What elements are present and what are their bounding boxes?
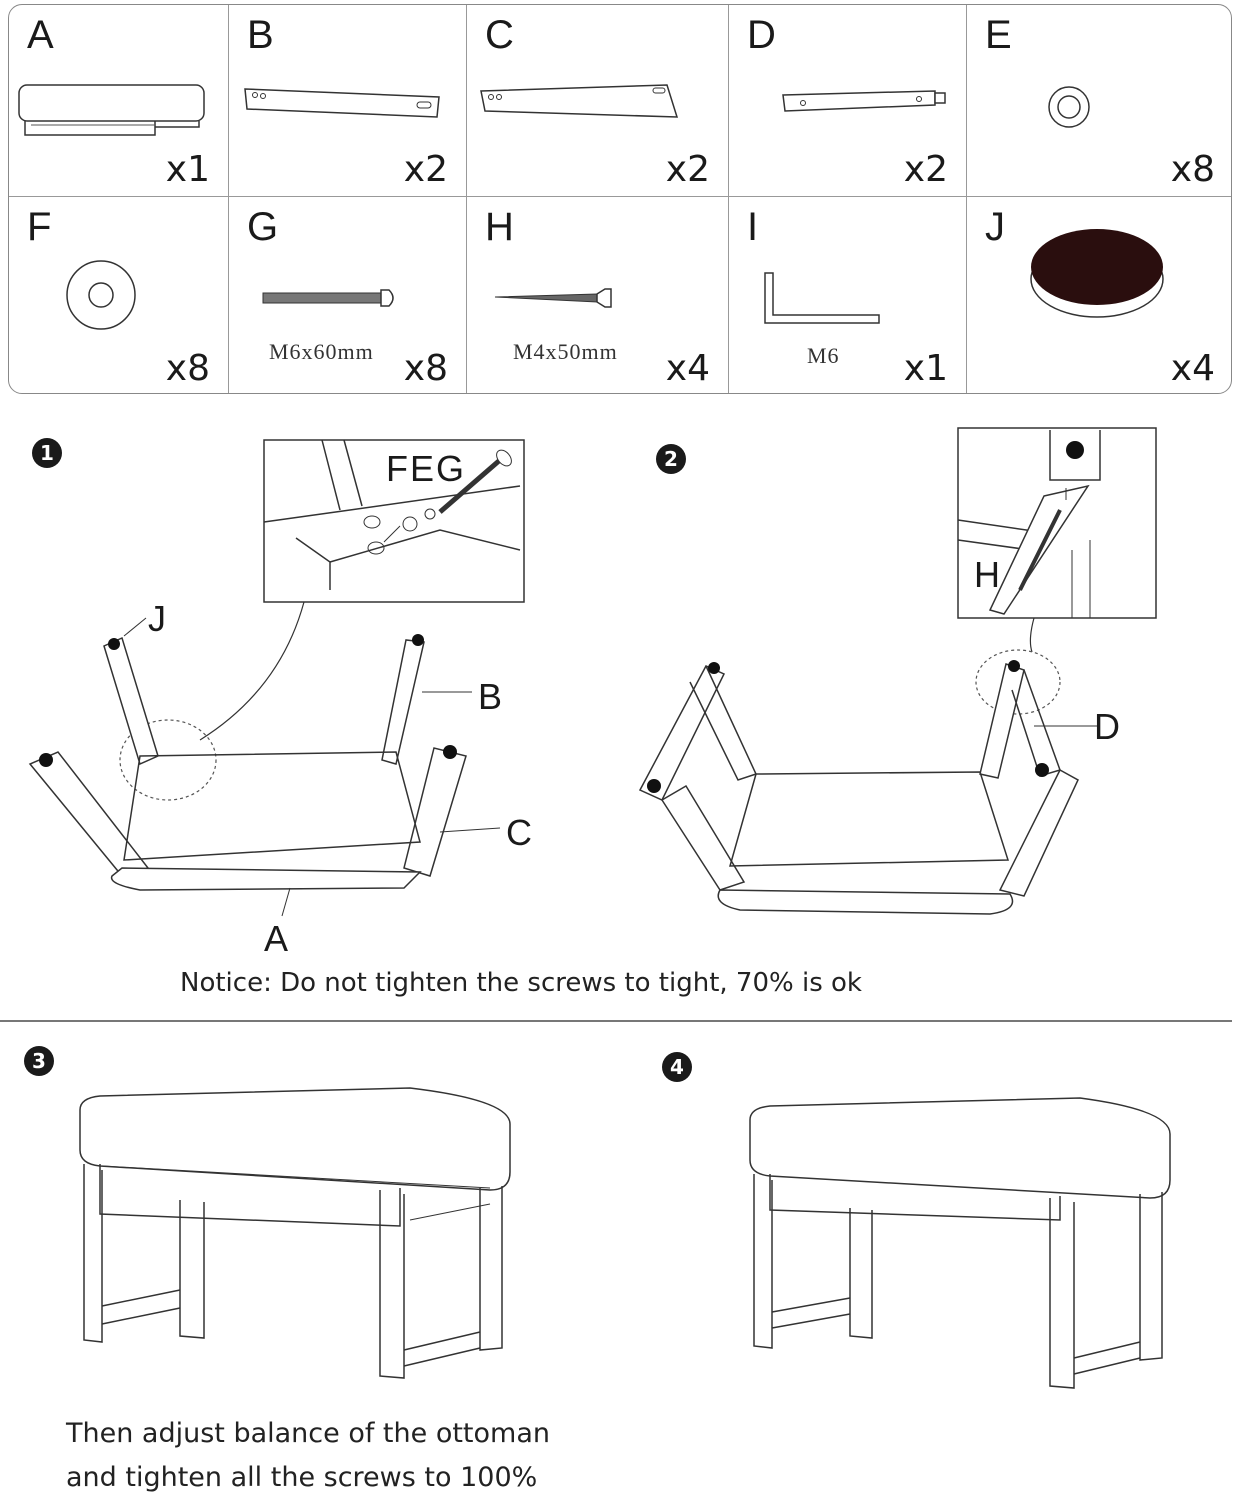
section-divider <box>0 1020 1232 1022</box>
part-quantity: x4 <box>665 348 710 389</box>
step-2-diagram <box>638 427 1157 915</box>
part-spec: M6x60mm <box>269 339 374 364</box>
long-rail-b-icon <box>244 88 440 118</box>
part-cell-d: D x2 <box>729 5 967 197</box>
part-letter: E <box>985 13 1012 57</box>
bolt-icon <box>262 289 394 307</box>
part-cell-j: J x4 <box>967 197 1231 393</box>
label-a: A <box>264 918 289 959</box>
part-quantity: x2 <box>665 149 710 190</box>
part-cell-g: M6x60mm G x8 <box>229 197 467 393</box>
inset-label-feg: FEG <box>386 448 467 489</box>
label-c: C <box>506 812 532 853</box>
final-instruction-line-2: and tighten all the screws to 100% <box>66 1462 538 1493</box>
parts-list: A x1 B x2 C x2 D x2 E x <box>8 4 1232 394</box>
part-letter: G <box>247 205 279 249</box>
part-quantity: x2 <box>903 149 948 190</box>
label-d: D <box>1094 706 1120 747</box>
step-1-diagram <box>28 439 525 917</box>
notice-text: Notice: Do not tighten the screws to tig… <box>180 968 862 998</box>
part-letter: J <box>985 205 1005 249</box>
final-instruction-line-1: Then adjust balance of the ottoman <box>66 1418 550 1449</box>
part-cell-e: E x8 <box>967 5 1231 197</box>
step-2-badge: 2 <box>656 444 686 474</box>
part-cell-f: F x8 <box>9 197 229 393</box>
part-letter: I <box>747 205 759 249</box>
step-3-bench-illustration <box>79 1087 511 1379</box>
long-rail-c-icon <box>480 84 679 118</box>
part-quantity: x1 <box>903 348 948 389</box>
part-quantity: x1 <box>165 149 210 190</box>
part-spec: M4x50mm <box>513 339 618 364</box>
wood-screw-icon <box>494 288 612 308</box>
part-quantity: x4 <box>1170 348 1215 389</box>
part-quantity: x2 <box>403 149 448 190</box>
lock-washer-icon <box>1048 86 1090 128</box>
part-cell-c: C x2 <box>467 5 729 197</box>
label-b: B <box>478 676 503 717</box>
part-letter: D <box>747 13 776 57</box>
inset-label-h: H <box>974 554 1000 595</box>
part-letter: C <box>485 13 514 57</box>
part-cell-h: M4x50mm H x4 <box>467 197 729 393</box>
part-letter: H <box>485 205 514 249</box>
part-quantity: x8 <box>165 348 210 389</box>
part-letter: F <box>27 205 52 249</box>
part-cell-b: B x2 <box>229 5 467 197</box>
felt-pad-icon <box>1030 229 1164 318</box>
allen-key-icon <box>764 272 880 324</box>
cushion-seat-icon <box>18 84 205 136</box>
step-1-badge: 1 <box>32 438 62 468</box>
part-cell-i: M6 I x1 <box>729 197 967 393</box>
part-quantity: x8 <box>403 348 448 389</box>
short-rail-d-icon <box>782 90 946 112</box>
step-3-badge: 3 <box>24 1046 54 1076</box>
part-spec: M6 <box>807 343 840 368</box>
step-4-bench-illustration <box>749 1097 1171 1389</box>
label-j: J <box>148 598 166 639</box>
flat-washer-icon <box>66 260 136 330</box>
part-cell-a: A x1 <box>9 5 229 197</box>
part-letter: A <box>27 13 54 57</box>
part-quantity: x8 <box>1170 149 1215 190</box>
step-4-badge: 4 <box>662 1052 692 1082</box>
part-letter: B <box>247 13 274 57</box>
